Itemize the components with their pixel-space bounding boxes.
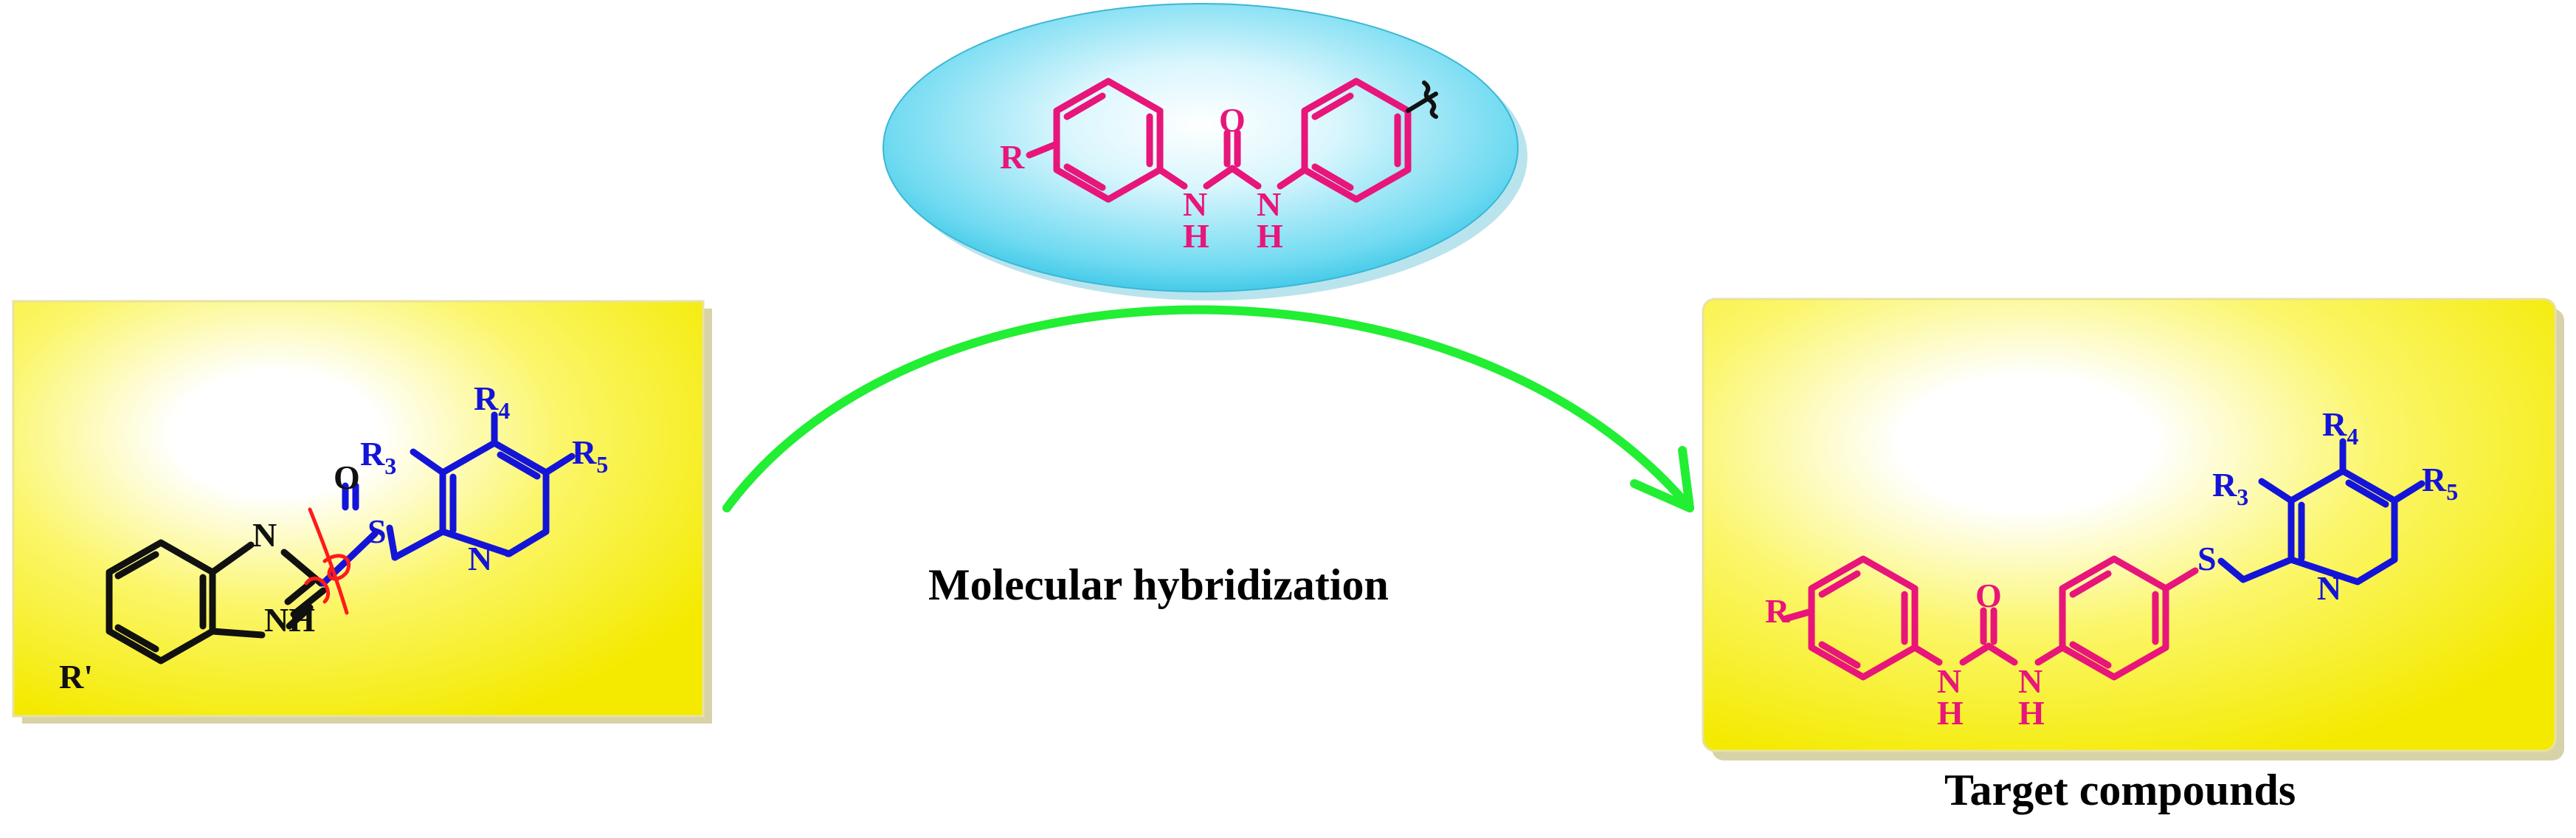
diaryl-urea-scaffold [1026, 78, 1412, 203]
pyridine-fragment [320, 411, 576, 587]
target-r: R [1765, 592, 1790, 630]
lead-molecule: N NH R' S O N R3 R4 R5 [59, 379, 608, 696]
left-r5: R5 [572, 433, 608, 478]
left-n-imidazole: N [252, 516, 277, 554]
cleavage-mark [304, 507, 351, 615]
target-h2: H [2018, 694, 2045, 732]
ellipse-h1: H [1183, 217, 1209, 255]
ellipse-h2: H [1257, 217, 1283, 255]
left-panel: N NH R' S O N R3 R4 R5 [12, 300, 712, 724]
ellipse-n2: N [1257, 185, 1281, 223]
urea-fragment-ellipse: R O N H N H [883, 3, 1527, 300]
target-pyridine-fragment [2217, 438, 2425, 585]
left-r3: R3 [360, 435, 396, 479]
right-panel: R O N H N H S N R3 R4 R5 [1702, 298, 2564, 760]
target-n-pyridine: N [2317, 569, 2341, 607]
target-molecule: R O N H N H S N R3 R4 R5 [1765, 405, 2458, 732]
hybridization-arrow [722, 305, 1694, 512]
left-r-prime: R' [59, 658, 93, 696]
target-r5: R5 [2422, 461, 2458, 505]
ellipse-n1: N [1183, 185, 1207, 223]
left-s: S [367, 512, 387, 550]
right-panel-box [1702, 298, 2557, 752]
target-urea-scaffold [1782, 555, 2199, 681]
target-r4: R4 [2322, 405, 2358, 450]
caption-molecular-hybridization: Molecular hybridization [928, 560, 1389, 609]
target-n2: N [2018, 662, 2043, 700]
target-r3: R3 [2212, 466, 2248, 510]
target-o: O [1975, 577, 2002, 614]
target-s: S [2197, 540, 2217, 577]
caption-target-compounds: Target compounds [1944, 766, 2296, 814]
left-r4: R4 [474, 379, 510, 424]
left-nh: NH [264, 601, 315, 639]
target-n1: N [1937, 662, 1961, 700]
ellipse-r: R [1000, 138, 1025, 176]
left-o: O [334, 459, 360, 496]
target-h1: H [1937, 694, 1964, 732]
attachment-bond [1406, 80, 1438, 119]
ellipse-background [883, 3, 1519, 292]
left-n-pyridine: N [468, 540, 492, 577]
ellipse-o: O [1219, 101, 1246, 139]
